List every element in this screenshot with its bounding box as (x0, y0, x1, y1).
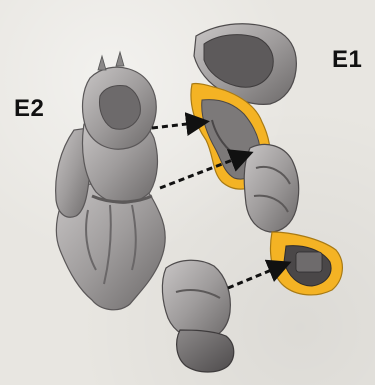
torso-part-e2 (56, 52, 165, 310)
leg-boot (177, 330, 234, 372)
arrow-hood-to-shell (152, 122, 204, 128)
leg-boot-part (162, 260, 233, 372)
dashed-arrow-icon (152, 122, 204, 128)
label-e2: E2 (14, 97, 44, 121)
leg-upper (162, 260, 230, 340)
label-e1: E1 (332, 48, 362, 72)
armor-forearm (244, 144, 298, 232)
armor-part-e1 (191, 24, 342, 295)
